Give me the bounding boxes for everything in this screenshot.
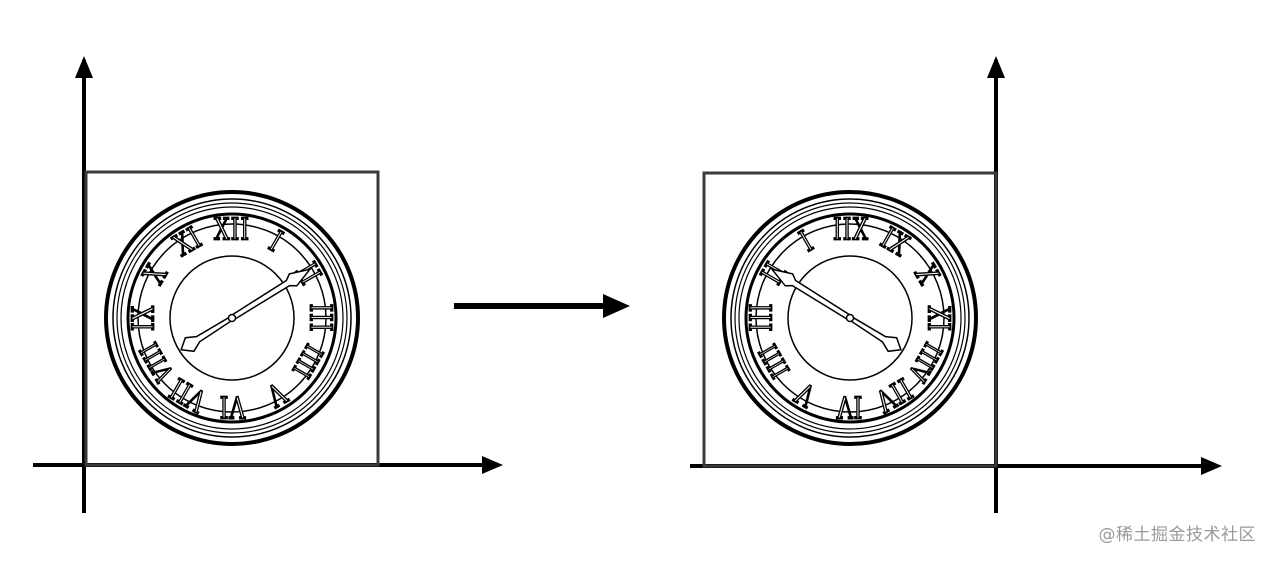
left-frame <box>84 170 380 467</box>
clock-pivot <box>845 313 855 323</box>
clock-bezel-ring <box>738 206 962 430</box>
clock-numeral-ring-outer <box>755 223 945 413</box>
right-y-arrowhead <box>987 56 1005 78</box>
clock-numeral: VI <box>219 388 246 422</box>
transform-arrow-head <box>603 294 630 318</box>
left-y-arrowhead <box>75 56 93 78</box>
clock-hour-hand <box>847 315 902 353</box>
right-x-arrowhead <box>1201 457 1222 475</box>
clock-numeral: XII <box>214 214 250 248</box>
clock-minute-hand <box>229 268 312 322</box>
right-axes <box>690 56 1222 513</box>
clock-face-rim <box>744 212 956 424</box>
clock-numeral: III <box>746 303 780 332</box>
right-frame <box>702 171 998 468</box>
clock-numeral-ring-outer <box>137 223 327 413</box>
clock-bezel-ring <box>730 198 970 438</box>
clock-bezel-ring <box>112 198 352 438</box>
transform-arrow <box>454 294 630 318</box>
clock-bezel-ring <box>116 202 348 434</box>
clock-numeral: XII <box>832 214 868 248</box>
clock-bezel-ring <box>120 206 344 430</box>
clock-pivot <box>227 313 237 323</box>
clock-bezel-ring <box>734 202 966 434</box>
left-x-arrowhead <box>482 456 503 474</box>
clock-hour-hand <box>180 315 235 353</box>
clock-face-rim <box>126 212 338 424</box>
clock-numeral: IX <box>128 305 162 331</box>
clock-numeral: III <box>302 303 336 332</box>
clock-numeral: IX <box>920 305 954 331</box>
clock-numeral: VI <box>836 388 863 422</box>
left-axes <box>33 56 503 513</box>
watermark: @稀土掘金技术社区 <box>1098 525 1256 545</box>
clock-minute-hand <box>770 268 853 322</box>
